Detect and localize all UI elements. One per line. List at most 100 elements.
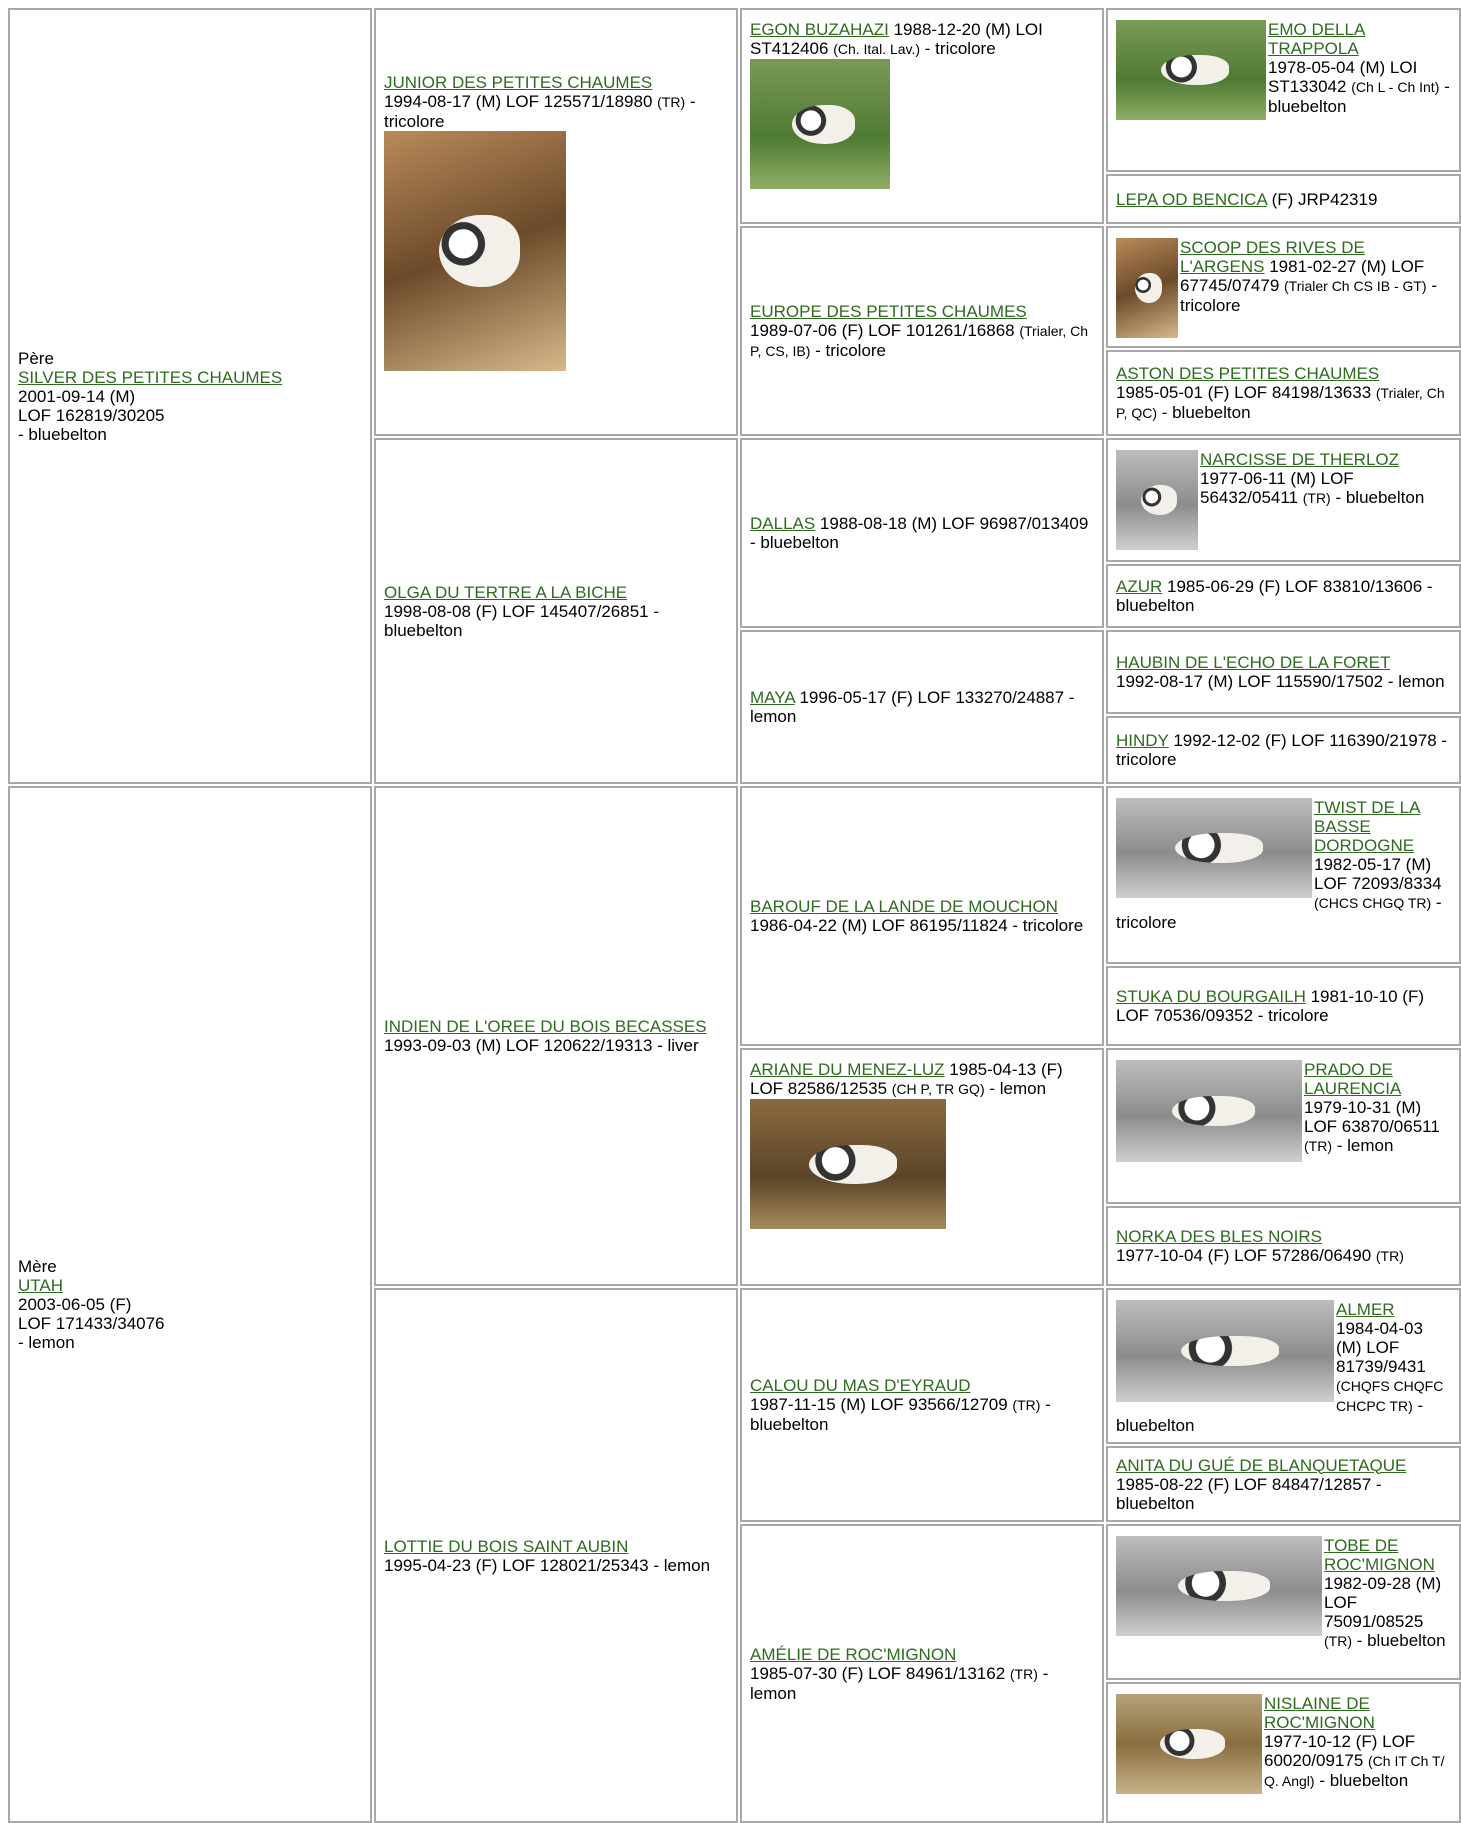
dog-link-silver[interactable]: SILVER DES PETITES CHAUMES: [18, 367, 283, 387]
dog-info: 1996-05-17 (F) LOF 133270/24887 - lemon: [750, 688, 1075, 726]
dog-titles: (Trialer, Ch P, QC): [1116, 384, 1445, 421]
cell-barouf: BAROUF DE LA LANDE DE MOUCHON 1986-04-22…: [740, 786, 1104, 1046]
dog-info: 1985-06-29 (F) LOF 83810/13606 - bluebel…: [1116, 577, 1433, 615]
dog-link-aston[interactable]: ASTON DES PETITES CHAUMES: [1116, 363, 1380, 383]
dog-info: 1981-10-10 (F) LOF 70536/09352 - tricolo…: [1116, 987, 1424, 1025]
dog-info: 1985-08-22 (F) LOF 84847/12857 - bluebel…: [1116, 1474, 1382, 1513]
dog-info: 1982-09-28 (M) LOF 75091/08525: [1324, 1574, 1442, 1631]
dog-link-europe[interactable]: EUROPE DES PETITES CHAUMES: [750, 301, 1027, 321]
dog-info: 1977-10-04 (F) LOF 57286/06490: [1116, 1245, 1376, 1265]
dog-link-egon[interactable]: EGON BUZAHAZI: [750, 20, 889, 39]
dog-link-lepa[interactable]: LEPA OD BENCICA: [1116, 189, 1267, 209]
dog-link-almer[interactable]: ALMER: [1336, 1300, 1395, 1319]
cell-tobe: TOBE DE ROC'MIGNON 1982-09-28 (M) LOF 75…: [1106, 1524, 1461, 1680]
dog-photo: [750, 59, 890, 189]
dog-color: - tricolore: [384, 92, 696, 131]
dog-photo: [1116, 20, 1266, 120]
dog-info: 1989-07-06 (F) LOF 101261/16868: [750, 320, 1020, 340]
dog-titles: (CH P, TR GQ): [891, 1081, 985, 1097]
dog-link-amelie[interactable]: AMÉLIE DE ROC'MIGNON: [750, 1644, 957, 1664]
cell-narcisse: NARCISSE DE THERLOZ 1977-06-11 (M) LOF 5…: [1106, 438, 1461, 562]
dog-photo: [1116, 238, 1178, 338]
dog-titles: (CHCS CHGQ TR): [1314, 895, 1432, 911]
dog-photo: [1116, 1536, 1322, 1636]
dog-link-emo[interactable]: EMO DELLA TRAPPOLA: [1268, 20, 1366, 58]
dog-info: (F) JRP42319: [1266, 189, 1378, 209]
cell-azur: AZUR 1985-06-29 (F) LOF 83810/13606 - bl…: [1106, 564, 1461, 628]
dog-titles: (Trialer, Ch P, CS, IB): [750, 322, 1089, 359]
dog-info: 1977-10-12 (F) LOF 60020/09175: [1264, 1732, 1416, 1770]
dog-link-lottie[interactable]: LOTTIE DU BOIS SAINT AUBIN: [384, 1536, 629, 1556]
dog-titles: (CHQFS CHQFC CHCPC TR): [1336, 1378, 1444, 1414]
dog-info: 1987-11-15 (M) LOF 93566/12709: [750, 1395, 1013, 1414]
dog-link-anita[interactable]: ANITA DU GUÉ DE BLANQUETAQUE: [1116, 1455, 1407, 1475]
dog-info: 1994-08-17 (M) LOF 125571/18980: [384, 92, 658, 111]
dog-link-tobe[interactable]: TOBE DE ROC'MIGNON: [1324, 1536, 1435, 1574]
dog-photo: [384, 131, 566, 371]
dog-link-hindy[interactable]: HINDY: [1116, 731, 1169, 750]
cell-pere: Père SILVER DES PETITES CHAUMES 2001-09-…: [8, 8, 372, 784]
dog-color: - lemon: [750, 1663, 1049, 1703]
dog-info: 1988-12-20 (M) LOI ST412406: [750, 20, 1043, 58]
dog-titles: (TR): [1324, 1633, 1352, 1649]
dog-link-indien[interactable]: INDIEN DE L'OREE DU BOIS BECASSES: [384, 1017, 707, 1036]
cell-haubin: HAUBIN DE L'ECHO DE LA FORET 1992-08-17 …: [1106, 630, 1461, 714]
cell-dallas: DALLAS 1988-08-18 (M) LOF 96987/013409 -…: [740, 438, 1104, 628]
dog-titles: (TR): [1304, 1138, 1332, 1154]
dog-link-junior[interactable]: JUNIOR DES PETITES CHAUMES: [384, 73, 653, 92]
dog-photo: [1116, 798, 1312, 898]
dog-link-olga[interactable]: OLGA DU TERTRE A LA BICHE: [384, 582, 628, 602]
dog-info: 1992-08-17 (M) LOF 115590/17502 - lemon: [1116, 672, 1445, 691]
dog-info: 1988-08-18 (M) LOF 96987/013409 - bluebe…: [750, 514, 1089, 552]
dog-titles: (TR): [657, 94, 686, 110]
dog-photo: [1116, 1300, 1334, 1402]
dog-info: 1978-05-04 (M) LOI ST133042: [1268, 58, 1418, 96]
dog-link-azur[interactable]: AZUR: [1116, 577, 1163, 596]
dog-titles: (Trialer Ch CS IB - GT): [1284, 278, 1427, 294]
dog-titles: (Ch. Ital. Lav.): [833, 41, 921, 57]
dog-info: 2001-09-14 (M) LOF 162819/30205 - bluebe…: [18, 386, 165, 444]
dog-color: - bluebelton: [1116, 1396, 1424, 1435]
dog-link-barouf[interactable]: BAROUF DE LA LANDE DE MOUCHON: [750, 897, 1058, 916]
dog-photo: [1116, 1694, 1262, 1794]
dog-link-narcisse[interactable]: NARCISSE DE THERLOZ: [1200, 450, 1400, 469]
cell-anita: ANITA DU GUÉ DE BLANQUETAQUE 1985-08-22 …: [1106, 1446, 1461, 1522]
cell-stuka: STUKA DU BOURGAILH 1981-10-10 (F) LOF 70…: [1106, 966, 1461, 1046]
dog-info: 1993-09-03 (M) LOF 120622/19313 - liver: [384, 1036, 699, 1055]
dog-link-ariane[interactable]: ARIANE DU MENEZ-LUZ: [750, 1060, 945, 1079]
dog-link-nislaine[interactable]: NISLAINE DE ROC'MIGNON: [1264, 1694, 1375, 1732]
cell-lottie: LOTTIE DU BOIS SAINT AUBIN 1995-04-23 (F…: [374, 1288, 738, 1823]
dog-titles: (Ch IT Ch T/ Q. Angl): [1264, 1753, 1445, 1789]
role-label: Mère: [18, 1257, 57, 1276]
dog-info: 1979-10-31 (M) LOF 63870/06511: [1304, 1098, 1440, 1136]
dog-link-prado[interactable]: PRADO DE LAURENCIA: [1304, 1060, 1402, 1098]
cell-almer: ALMER 1984-04-03 (M) LOF 81739/9431 (CHQ…: [1106, 1288, 1461, 1444]
cell-aston: ASTON DES PETITES CHAUMES 1985-05-01 (F)…: [1106, 350, 1461, 436]
dog-info: 1995-04-23 (F) LOF 128021/25343 - lemon: [384, 1555, 711, 1575]
dog-info: 2003-06-05 (F) LOF 171433/34076 - lemon: [18, 1295, 165, 1352]
dog-info: 1985-07-30 (F) LOF 84961/13162: [750, 1663, 1010, 1683]
cell-mere: Mère UTAH 2003-06-05 (F) LOF 171433/3407…: [8, 786, 372, 1823]
dog-link-maya[interactable]: MAYA: [750, 688, 795, 707]
dog-link-haubin[interactable]: HAUBIN DE L'ECHO DE LA FORET: [1116, 653, 1391, 672]
dog-color: - tricolore: [1180, 276, 1437, 315]
dog-link-calou[interactable]: CALOU DU MAS D'EYRAUD: [750, 1376, 971, 1395]
cell-ariane: ARIANE DU MENEZ-LUZ 1985-04-13 (F) LOF 8…: [740, 1048, 1104, 1286]
dog-link-norka[interactable]: NORKA DES BLES NOIRS: [1116, 1226, 1322, 1246]
dog-titles: (TR): [1012, 1397, 1041, 1413]
dog-color: - tricolore: [1116, 893, 1442, 932]
dog-link-stuka[interactable]: STUKA DU BOURGAILH: [1116, 987, 1306, 1006]
dog-photo: [1116, 450, 1198, 550]
dog-titles: (TR): [1302, 490, 1331, 506]
dog-link-dallas[interactable]: DALLAS: [750, 514, 816, 533]
dog-info: 1986-04-22 (M) LOF 86195/11824 - tricolo…: [750, 916, 1084, 935]
dog-info: 1992-12-02 (F) LOF 116390/21978 - tricol…: [1116, 731, 1448, 769]
dog-color: - tricolore: [920, 39, 996, 58]
dog-link-twist[interactable]: TWIST DE LA BASSE DORDOGNE: [1314, 798, 1421, 855]
dog-link-utah[interactable]: UTAH: [18, 1276, 64, 1295]
cell-prado: PRADO DE LAURENCIA 1979-10-31 (M) LOF 63…: [1106, 1048, 1461, 1204]
cell-lepa: LEPA OD BENCICA (F) JRP42319: [1106, 174, 1461, 224]
cell-hindy: HINDY 1992-12-02 (F) LOF 116390/21978 - …: [1106, 716, 1461, 784]
dog-color: - bluebelton: [1314, 1771, 1409, 1790]
dog-link-scoop[interactable]: SCOOP DES RIVES DE L'ARGENS: [1180, 238, 1365, 276]
